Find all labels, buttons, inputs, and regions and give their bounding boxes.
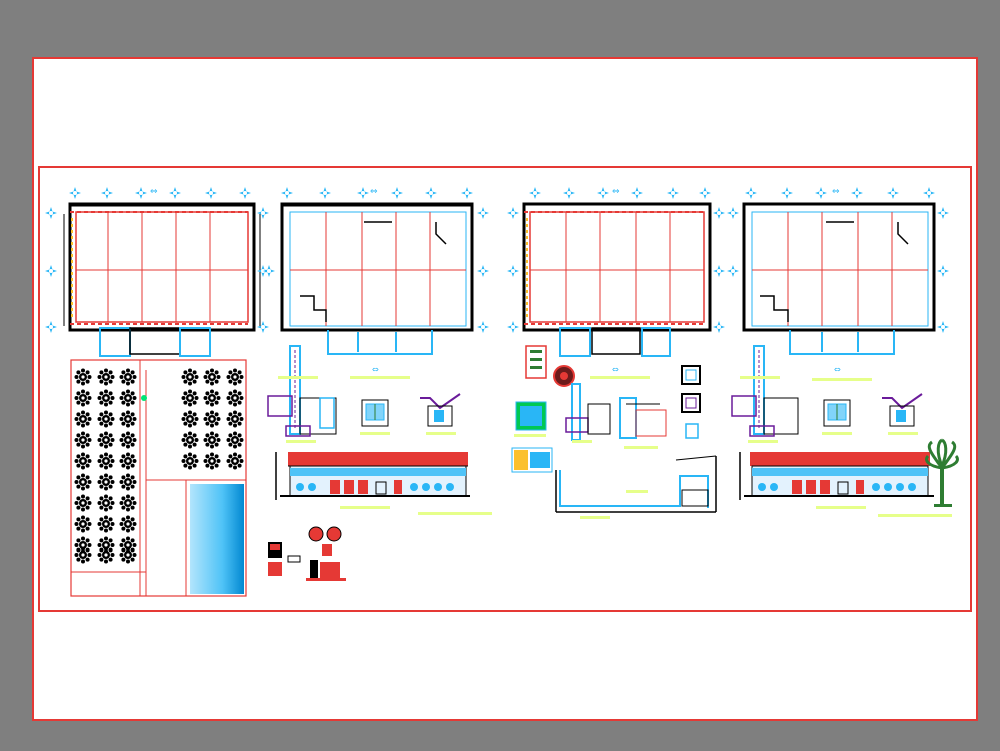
pool [190, 484, 244, 594]
floor-plan-1: ⇔ [45, 187, 269, 357]
floor-plan-4: ⇔ ⇔ [727, 187, 949, 381]
svg-text:⇔: ⇔ [370, 187, 378, 197]
svg-text:⇔: ⇔ [834, 365, 841, 374]
floor-plan-3: ⇔ ⇔ [507, 187, 725, 379]
svg-text:⇔: ⇔ [372, 365, 379, 374]
svg-text:⇔: ⇔ [612, 187, 620, 197]
tables-left [74, 368, 137, 564]
section-details-3 [731, 345, 923, 443]
drawing-frame [38, 166, 972, 612]
site-layout [70, 359, 247, 597]
palm-tree [925, 438, 959, 507]
elevation-2 [739, 438, 959, 517]
pipe-section [555, 455, 717, 519]
tables-right [181, 368, 244, 470]
elevation-1 [275, 452, 492, 515]
floor-plan-2: ⇔ ⇔ [263, 187, 489, 379]
svg-text:⇔: ⇔ [150, 187, 158, 197]
svg-text:⇔: ⇔ [612, 365, 619, 374]
equipment-details [268, 526, 346, 581]
section-details-2 [511, 345, 701, 473]
svg-text:⇔: ⇔ [832, 187, 840, 197]
section-details-1 [267, 345, 461, 443]
